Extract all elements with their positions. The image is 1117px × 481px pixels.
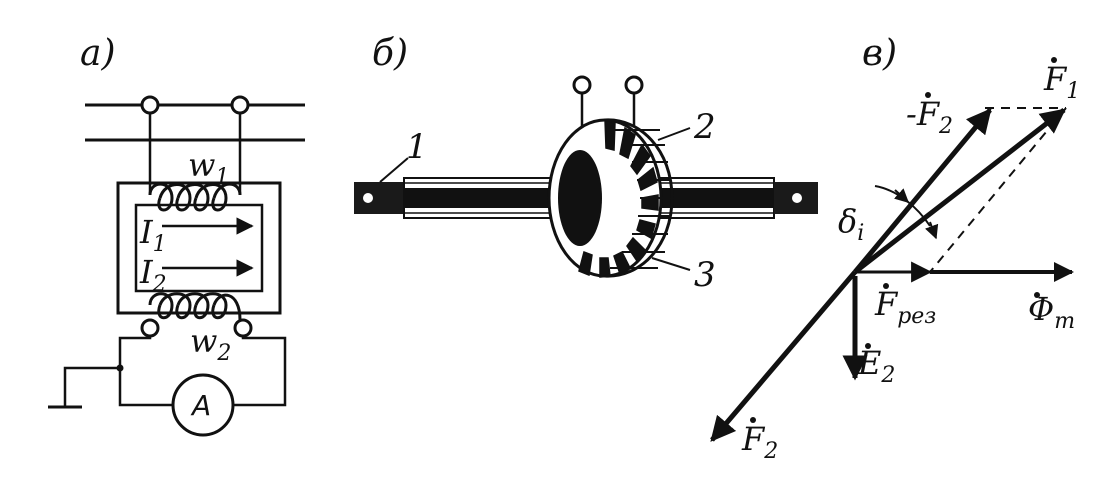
phasor-neg-f2: [853, 108, 992, 274]
panel-c-label: в): [862, 33, 897, 74]
label-f2: F2: [741, 420, 778, 464]
secondary-wire-left: [118, 336, 172, 407]
toroid-hatching: [610, 129, 670, 269]
core-outer: [116, 181, 282, 315]
secondary-terminal-left: [140, 318, 160, 338]
label-phi-m: Φm: [1028, 290, 1075, 334]
angle-delta-tick-lower: [925, 221, 939, 240]
panel-b-device: б): [354, 33, 818, 295]
part-label-3: 3: [694, 255, 716, 295]
primary-terminal-left: [140, 95, 160, 115]
panel-c-phasor-diagram: в) F1 -F2 δi Fрез: [710, 33, 1080, 464]
i2-label: I2: [139, 253, 167, 297]
label-delta-i: δi: [838, 202, 864, 246]
toroid-terminal-left: [572, 75, 592, 95]
ground-wire: [63, 366, 120, 406]
leader-2: [657, 127, 691, 141]
panel-a-circuit: а) w1 w2 I1: [48, 33, 305, 437]
label-f1: F1: [1043, 60, 1080, 104]
label-f-res: Fрез: [874, 285, 936, 329]
ammeter: [171, 373, 235, 437]
part-label-2: 2: [693, 107, 716, 147]
ammeter-label: A: [190, 389, 211, 422]
bus-bar-hole-right: [792, 193, 802, 203]
core-inner: [134, 203, 264, 293]
primary-winding-coil: [148, 182, 242, 212]
toroid-outer-edge: [604, 118, 674, 278]
dashed-construction-diagonal: [929, 107, 1067, 273]
i1-label: I1: [139, 213, 167, 257]
leader-3: [651, 257, 691, 271]
angle-delta-tick-upper: [893, 188, 910, 203]
phasor-dots: [750, 57, 1057, 423]
phasor-f2: [710, 270, 857, 442]
bus-bar-end-left: [354, 182, 404, 214]
primary-terminal-right: [230, 95, 250, 115]
panel-a-label: а): [80, 33, 116, 74]
panel-b-label: б): [372, 33, 408, 74]
leader-1: [379, 157, 409, 183]
secondary-terminal-right: [233, 318, 253, 338]
toroid-terminal-right: [624, 75, 644, 95]
label-e2: E2: [857, 344, 895, 388]
secondary-wire-right: [233, 336, 287, 407]
secondary-winding-coil: [148, 292, 242, 321]
bus-bar-hole-left: [363, 193, 373, 203]
w2-label: w2: [190, 322, 231, 366]
label-neg-f2: -F2: [906, 95, 953, 139]
part-label-1: 1: [406, 127, 428, 167]
phasor-f1: [853, 108, 1066, 274]
w1-label: w1: [188, 146, 229, 190]
toroid-hole: [558, 150, 602, 246]
